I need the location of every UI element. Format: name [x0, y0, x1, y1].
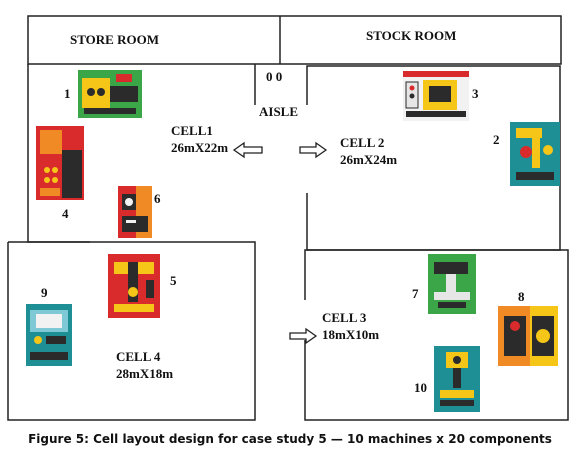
- machine-8-icon: [498, 306, 558, 366]
- cell3-wall: [304, 249, 569, 421]
- store-room-label: STORE ROOM: [70, 32, 159, 47]
- floor-plan-walls: [7, 15, 569, 421]
- machine-7-number: 7: [412, 286, 419, 301]
- cell2-name: CELL 2: [340, 135, 384, 150]
- machine-3-number: 3: [472, 86, 479, 101]
- flow-arrows: [232, 141, 328, 345]
- figure-caption: Figure 5: Cell layout design for case st…: [28, 432, 552, 446]
- machine-1-number: 1: [64, 86, 71, 101]
- cell4-name: CELL 4: [116, 349, 161, 364]
- stock-room-label: STOCK ROOM: [366, 28, 456, 43]
- machine-10-icon: [434, 346, 480, 412]
- arrow-right-icon: [299, 141, 328, 159]
- machine-7-icon: [428, 254, 476, 314]
- machine-9-icon: [26, 304, 72, 366]
- machine-6-number: 6: [154, 191, 161, 206]
- arrow-left-icon: [232, 141, 263, 159]
- aisle-marks: 0 0: [266, 69, 282, 84]
- machine-9-number: 9: [41, 285, 48, 300]
- machine-3-icon: [403, 71, 469, 121]
- cell2-size: 26mX24m: [340, 152, 397, 167]
- arrow-right-icon: [289, 327, 318, 345]
- machine-2-number: 2: [493, 132, 500, 147]
- machine-10-number: 10: [414, 380, 427, 395]
- machine-5-number: 5: [170, 273, 177, 288]
- cell1-name: CELL1: [171, 123, 213, 138]
- machine-6-icon: [118, 186, 152, 238]
- machine-4-number: 4: [62, 206, 69, 221]
- machine-5-icon: [108, 254, 160, 318]
- machine-8-number: 8: [518, 289, 525, 304]
- machine-4-icon: [36, 126, 84, 200]
- machine-1-icon: [78, 70, 142, 118]
- top-rooms-outline: [27, 15, 562, 65]
- aisle-label: AISLE: [259, 104, 298, 119]
- cell1-size: 26mX22m: [171, 140, 228, 155]
- cell4-wall: [7, 241, 256, 421]
- cell3-name: CELL 3: [322, 310, 367, 325]
- cell4-size: 28mX18m: [116, 366, 173, 381]
- machine-2-icon: [510, 122, 560, 186]
- cell3-size: 18mX10m: [322, 327, 379, 342]
